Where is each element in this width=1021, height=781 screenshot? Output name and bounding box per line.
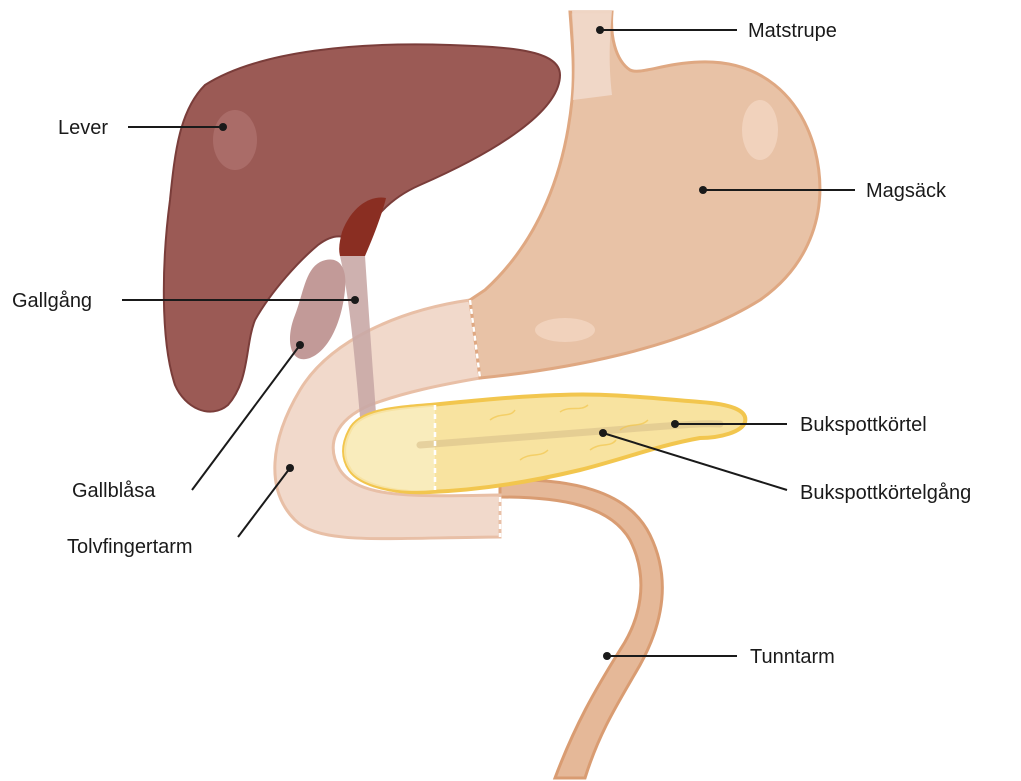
stomach-highlight	[742, 100, 778, 160]
liver-highlight	[213, 110, 257, 170]
label-tolvfingertarm: Tolvfingertarm	[67, 536, 193, 558]
label-gallgang: Gallgång	[12, 290, 92, 312]
label-lever: Lever	[58, 117, 108, 139]
label-bukspottkortelgang: Bukspottkörtelgång	[800, 482, 971, 504]
label-bukspottkortel: Bukspottkörtel	[800, 414, 927, 436]
esophagus	[572, 10, 612, 100]
small-intestine	[500, 480, 662, 778]
label-tunntarm: Tunntarm	[750, 646, 835, 668]
stomach-highlight	[535, 318, 595, 342]
label-gallblasa: Gallblåsa	[72, 480, 156, 502]
leader-matstrupe	[596, 26, 737, 34]
label-magsack: Magsäck	[866, 180, 947, 202]
label-matstrupe: Matstrupe	[748, 20, 837, 42]
